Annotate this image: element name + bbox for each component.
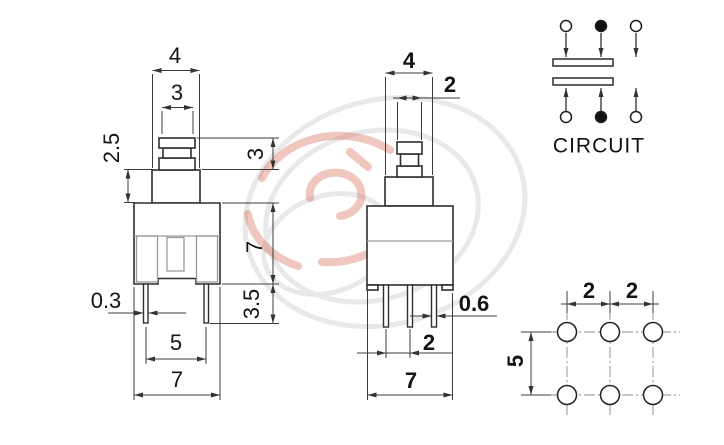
front-view-dimensions	[108, 68, 279, 400]
side-pin-1	[382, 284, 390, 328]
front-right-pin	[203, 283, 210, 324]
front-plunger-base	[151, 169, 201, 204]
circuit-contact-bar-1	[552, 58, 614, 67]
front-plunger-cap	[158, 137, 196, 149]
pinlayout-dim-column-pitch-left: 2	[582, 278, 596, 303]
front-center-slot	[166, 236, 185, 272]
side-plunger-base	[384, 176, 434, 207]
front-plunger-neck	[162, 147, 192, 159]
side-dim-pin-pitch: 2	[422, 330, 436, 355]
pinlayout-dim-row-pitch: 5	[503, 354, 528, 368]
front-dim-pin-width: 0.3	[90, 288, 122, 313]
front-dim-body-height: 7	[242, 240, 267, 254]
front-right-tab	[195, 235, 219, 283]
circuit-terminal-bottom-2	[594, 110, 608, 124]
circuit-title: CIRCUIT	[552, 134, 646, 158]
front-left-tab	[135, 235, 159, 283]
side-dim-plunger-base-width: 4	[402, 48, 416, 73]
side-dim-pin-width: 0.6	[458, 291, 490, 316]
front-dim-cap-width: 3	[170, 80, 184, 105]
side-plunger-cap	[396, 141, 423, 155]
side-right-foot	[441, 284, 454, 291]
pinlayout-dim-column-pitch-right: 2	[625, 278, 639, 303]
side-view	[366, 141, 454, 328]
side-left-foot	[366, 284, 379, 291]
pin-hole	[642, 321, 664, 343]
pin-hole	[556, 384, 578, 406]
pin-hole	[599, 384, 621, 406]
side-pin-2	[406, 284, 414, 328]
circuit-terminal-top-2	[594, 19, 608, 33]
front-view	[133, 137, 221, 324]
circuit-schematic	[552, 19, 643, 124]
pin-hole	[642, 384, 664, 406]
circuit-terminal-bottom-1	[559, 110, 573, 124]
side-dim-cap-width: 2	[443, 72, 457, 97]
front-dim-pin-span: 5	[169, 330, 183, 355]
front-body	[133, 202, 221, 285]
circuit-contact-bar-2	[552, 77, 614, 86]
pin-hole	[556, 321, 578, 343]
front-plunger-flange	[158, 157, 196, 171]
pin-layout	[521, 291, 680, 417]
front-dim-plunger-base-width: 4	[168, 43, 182, 68]
pin-hole	[599, 321, 621, 343]
side-dim-body-width: 7	[404, 368, 418, 393]
side-plunger-neck	[399, 153, 420, 167]
front-left-pin	[142, 283, 149, 324]
circuit-terminal-top-1	[559, 19, 573, 33]
side-pin-3	[430, 284, 438, 328]
circuit-terminal-top-3	[629, 19, 643, 33]
side-view-dimensions	[357, 70, 497, 400]
side-body	[366, 205, 454, 286]
front-dim-collar-height: 2.5	[99, 132, 124, 164]
front-dim-pin-length: 3.5	[239, 288, 264, 320]
circuit-terminal-bottom-3	[629, 110, 643, 124]
front-dim-plunger-height: 3	[243, 147, 268, 161]
side-plunger-flange	[396, 165, 423, 178]
front-dim-body-width: 7	[170, 367, 184, 392]
